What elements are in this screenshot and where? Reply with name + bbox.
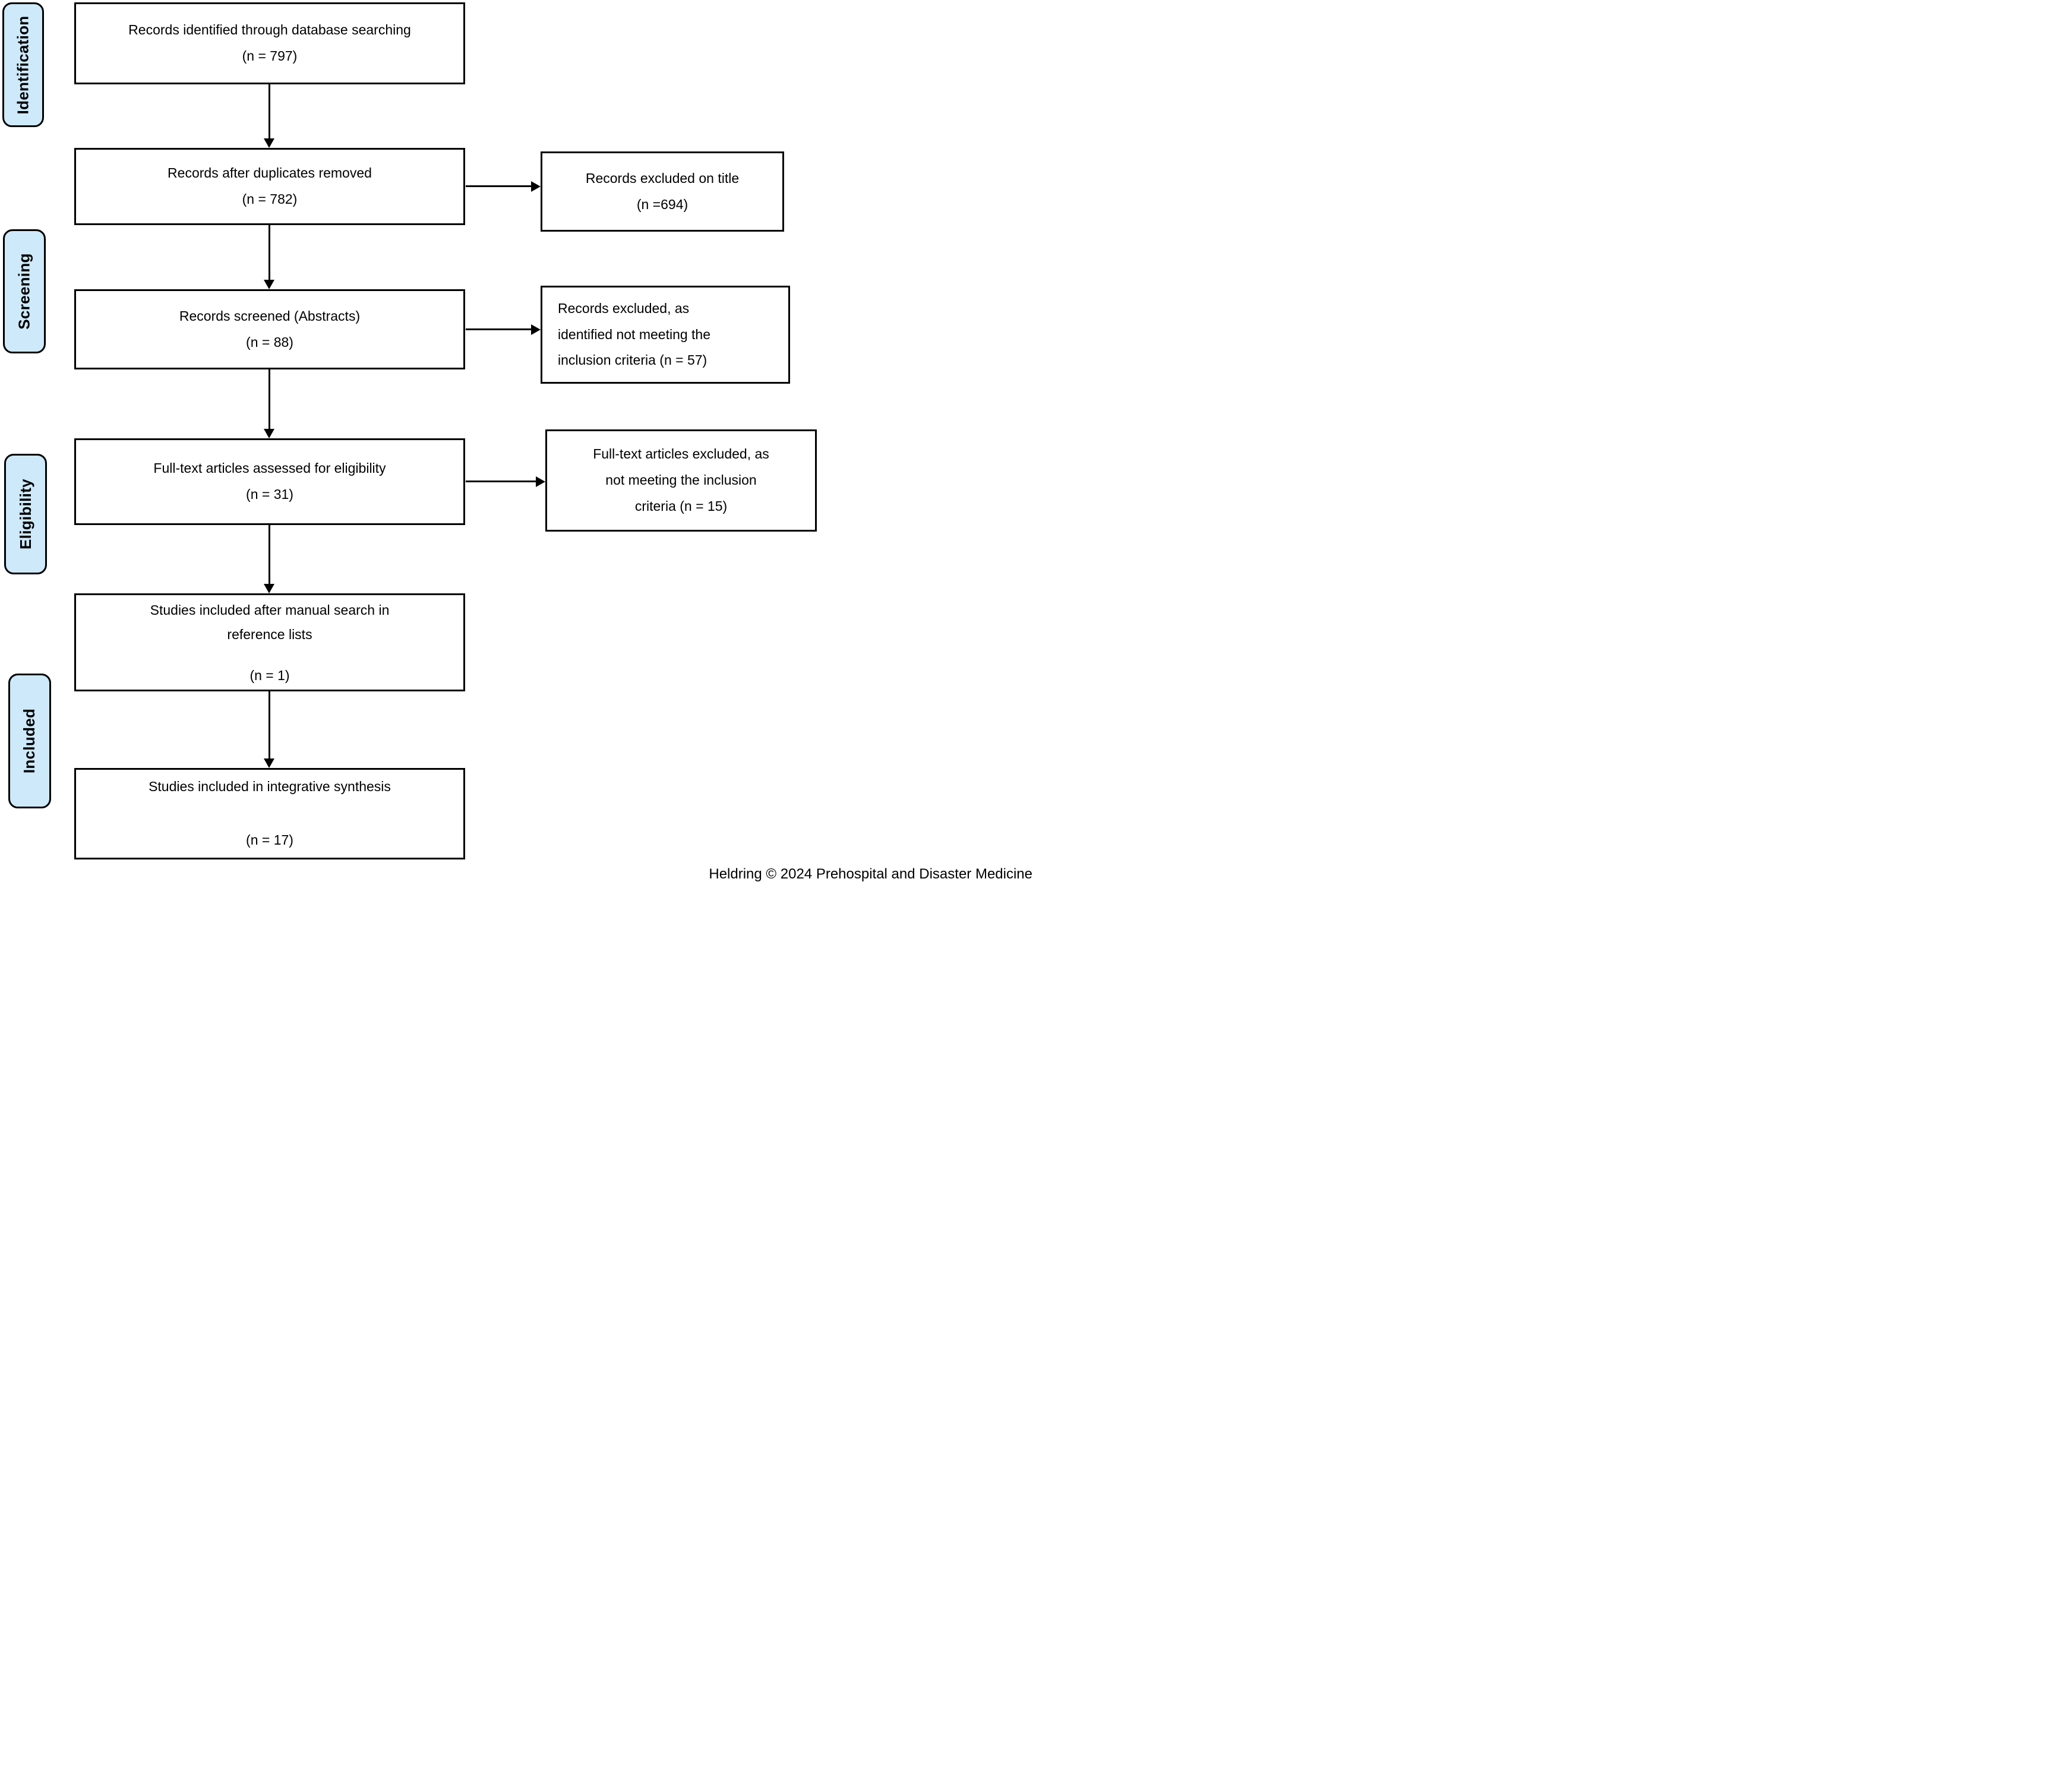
- arrow-head-down-icon: [264, 429, 274, 438]
- box-excluded-abstracts-line2: identified not meeting the: [558, 326, 711, 342]
- box-excluded-on-title-text: Records excluded on title: [585, 170, 740, 186]
- stage-label-included: Included: [8, 674, 51, 808]
- box-excluded-fulltext: Full-text articles excluded, as not meet…: [545, 429, 817, 532]
- prisma-flow-diagram: Identification Screening Eligibility Inc…: [0, 0, 1036, 885]
- arrow-head-down-icon: [264, 280, 274, 289]
- box-duplicates-removed-title: Records after duplicates removed: [168, 165, 372, 181]
- arrow-head-down-icon: [264, 758, 274, 768]
- stage-label-screening: Screening: [3, 229, 46, 353]
- box-fulltext-assessed-title: Full-text articles assessed for eligibil…: [153, 460, 386, 476]
- box-excluded-on-title: Records excluded on title (n =694): [541, 151, 784, 232]
- box-records-screened-count: (n = 88): [246, 334, 293, 350]
- box-records-identified-title: Records identified through database sear…: [128, 22, 411, 38]
- box-integrative-synthesis-title: Studies included in integrative synthesi…: [149, 779, 391, 795]
- box-manual-search: Studies included after manual search in …: [74, 593, 465, 691]
- box-excluded-fulltext-line1: Full-text articles excluded, as: [593, 446, 769, 462]
- arrow-shaft: [269, 84, 270, 140]
- box-records-identified: Records identified through database sear…: [74, 2, 465, 84]
- stage-label-included-text: Included: [20, 708, 39, 774]
- arrow-shaft: [269, 225, 270, 281]
- box-excluded-fulltext-line3: criteria (n = 15): [634, 498, 728, 514]
- stage-label-eligibility: Eligibility: [4, 454, 47, 574]
- box-records-screened-title: Records screened (Abstracts): [179, 308, 361, 324]
- box-integrative-synthesis: Studies included in integrative synthesi…: [74, 768, 465, 859]
- arrow-shaft: [269, 525, 270, 585]
- box-duplicates-removed: Records after duplicates removed (n = 78…: [74, 148, 465, 225]
- stage-label-identification: Identification: [2, 2, 44, 127]
- box-manual-search-title-line2: reference lists: [227, 627, 312, 642]
- box-fulltext-assessed: Full-text articles assessed for eligibil…: [74, 438, 465, 525]
- box-duplicates-removed-count: (n = 782): [242, 191, 298, 207]
- box-records-screened: Records screened (Abstracts) (n = 88): [74, 289, 465, 369]
- arrow-shaft: [269, 369, 270, 430]
- box-excluded-abstracts-line1: Records excluded, as: [558, 300, 690, 316]
- arrow-shaft: [269, 691, 270, 760]
- arrow-head-right-icon: [531, 181, 541, 192]
- arrow-head-down-icon: [264, 584, 274, 593]
- box-excluded-on-title-count: (n =694): [636, 196, 688, 212]
- box-manual-search-title-line1: Studies included after manual search in: [150, 602, 390, 618]
- box-excluded-fulltext-line2: not meeting the inclusion: [605, 472, 757, 488]
- box-excluded-abstracts: Records excluded, as identified not meet…: [541, 286, 790, 384]
- arrow-head-down-icon: [264, 138, 274, 148]
- box-manual-search-count: (n = 1): [249, 668, 290, 683]
- box-records-identified-count: (n = 797): [242, 48, 298, 64]
- arrow-head-right-icon: [531, 324, 541, 335]
- arrow-shaft: [466, 328, 531, 330]
- arrow-shaft: [466, 185, 531, 187]
- arrow-shaft: [466, 481, 536, 482]
- arrow-head-right-icon: [536, 476, 545, 487]
- stage-label-eligibility-text: Eligibility: [16, 479, 34, 549]
- stage-label-identification-text: Identification: [14, 15, 32, 114]
- box-integrative-synthesis-count: (n = 17): [246, 832, 293, 848]
- stage-label-screening-text: Screening: [15, 253, 33, 330]
- attribution-text: Heldring © 2024 Prehospital and Disaster…: [709, 866, 1032, 882]
- box-fulltext-assessed-count: (n = 31): [246, 486, 293, 502]
- box-excluded-abstracts-line3: inclusion criteria (n = 57): [558, 352, 707, 368]
